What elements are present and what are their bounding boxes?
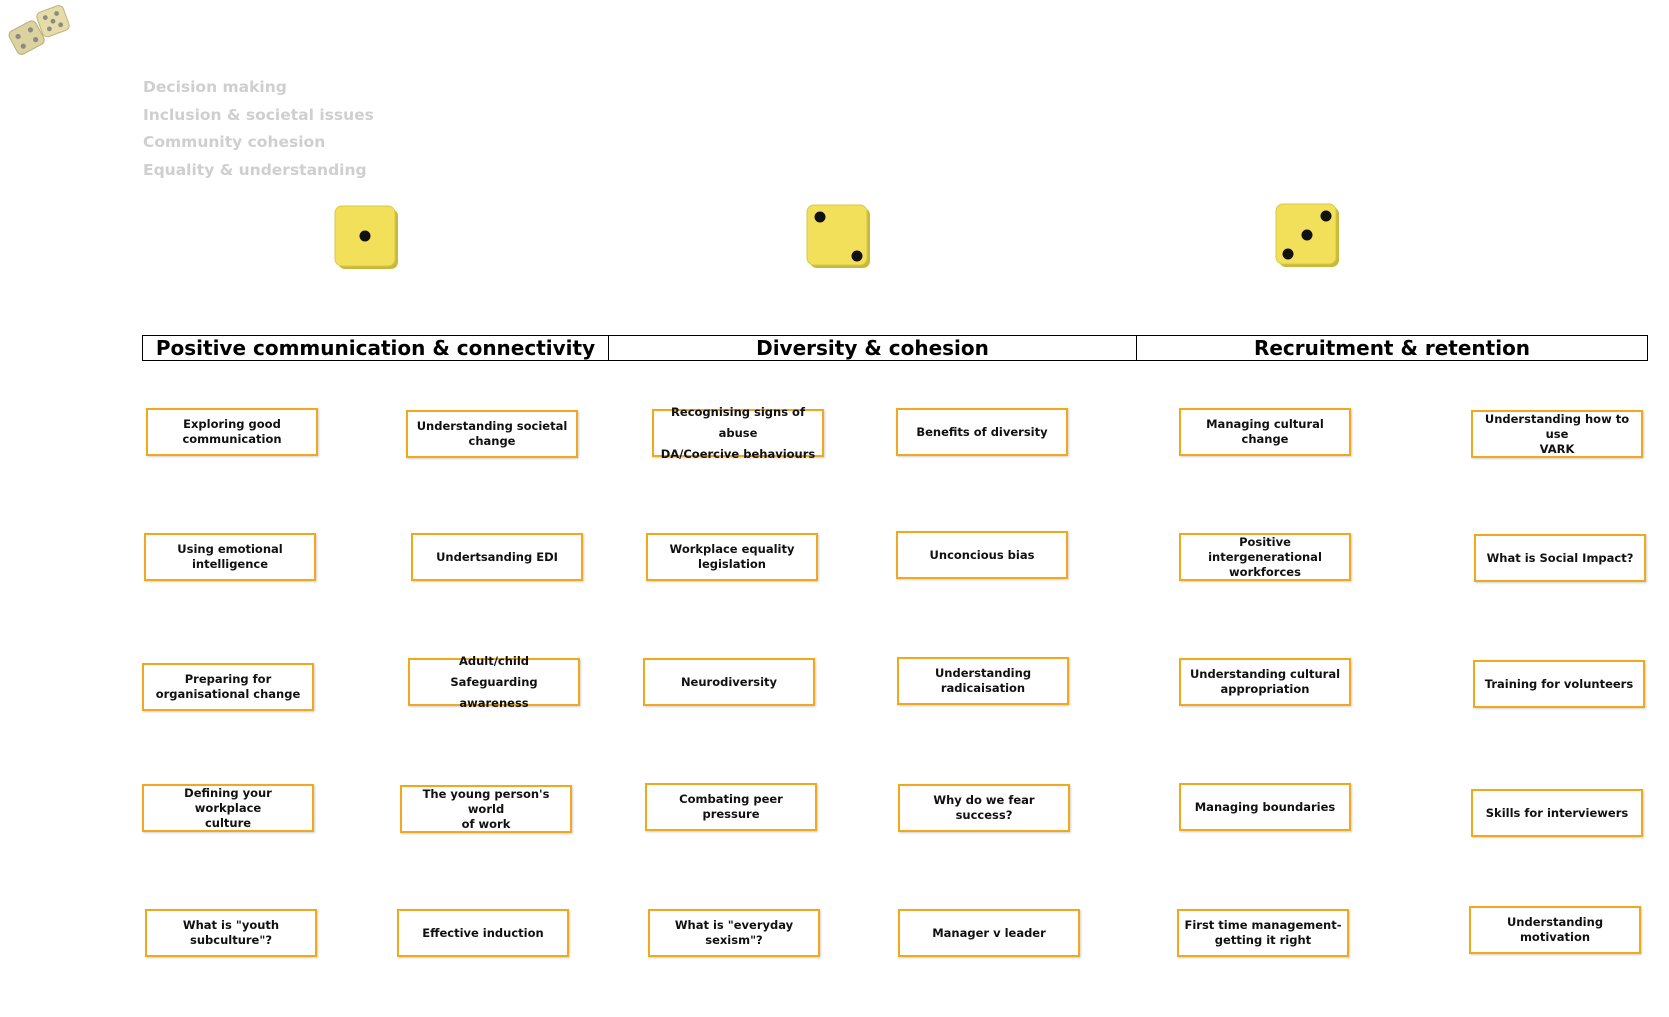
topic-card[interactable]: Unconcious bias — [896, 531, 1068, 579]
topic-card[interactable]: The young person's world of work — [400, 785, 572, 833]
topic-card[interactable]: Adult/child Safeguarding awareness — [408, 654, 580, 710]
topic-card[interactable]: What is Social Impact? — [1474, 534, 1646, 582]
topic-card[interactable]: Effective induction — [397, 909, 569, 957]
topic-card[interactable]: Undertsanding EDI — [411, 533, 583, 581]
topic-card[interactable]: Understanding societal change — [406, 410, 578, 458]
topic-card[interactable]: Workplace equality legislation — [646, 533, 818, 581]
theme-item: Equality & understanding — [143, 160, 367, 179]
topic-card[interactable]: Understanding cultural appropriation — [1179, 658, 1351, 706]
topic-card[interactable]: Neurodiversity — [643, 658, 815, 706]
category-header: Positive communication & connectivity Di… — [142, 335, 1648, 361]
category-positive-communication: Positive communication & connectivity — [155, 336, 596, 360]
die-two-icon — [806, 204, 872, 270]
die-one-icon — [334, 205, 400, 271]
topic-card[interactable]: Exploring good communication — [146, 408, 318, 456]
topic-card[interactable]: Positive intergenerational workforces — [1179, 533, 1351, 581]
topic-card[interactable]: Managing cultural change — [1179, 408, 1351, 456]
topic-card[interactable]: Using emotional intelligence — [144, 533, 316, 581]
topic-card[interactable]: Why do we fear success? — [898, 784, 1070, 832]
theme-item: Community cohesion — [143, 133, 326, 151]
theme-item: Inclusion & societal issues — [143, 105, 374, 124]
topic-card[interactable]: What is "everyday sexism"? — [648, 909, 820, 957]
dice-logo — [6, 2, 76, 58]
topic-card[interactable]: Combating peer pressure — [645, 783, 817, 831]
topic-card[interactable]: Managing boundaries — [1179, 783, 1351, 831]
theme-item: Decision making — [143, 78, 287, 96]
category-recruitment-retention: Recruitment & retention — [1136, 336, 1647, 360]
topic-card[interactable]: Manager v leader — [898, 909, 1080, 957]
topic-card[interactable]: Preparing for organisational change — [142, 663, 314, 711]
topic-card[interactable]: First time management- getting it right — [1177, 909, 1349, 957]
topic-card[interactable]: Defining your workplace culture — [142, 784, 314, 832]
topic-card[interactable]: Skills for interviewers — [1471, 789, 1643, 837]
topic-card[interactable]: Benefits of diversity — [896, 408, 1068, 456]
topic-card[interactable]: Understanding how to use VARK — [1471, 410, 1643, 458]
topic-card[interactable]: Recognising signs of abuse DA/Coercive b… — [652, 405, 824, 461]
theme-list: Decision making Inclusion & societal iss… — [143, 78, 374, 188]
topic-card[interactable]: Understanding motivation — [1469, 906, 1641, 954]
topic-card[interactable]: Training for volunteers — [1473, 660, 1645, 708]
category-diversity-cohesion: Diversity & cohesion — [608, 336, 1136, 360]
topic-card[interactable]: What is "youth subculture"? — [145, 909, 317, 957]
die-three-icon — [1275, 203, 1341, 269]
topic-card[interactable]: Understanding radicaisation — [897, 657, 1069, 705]
